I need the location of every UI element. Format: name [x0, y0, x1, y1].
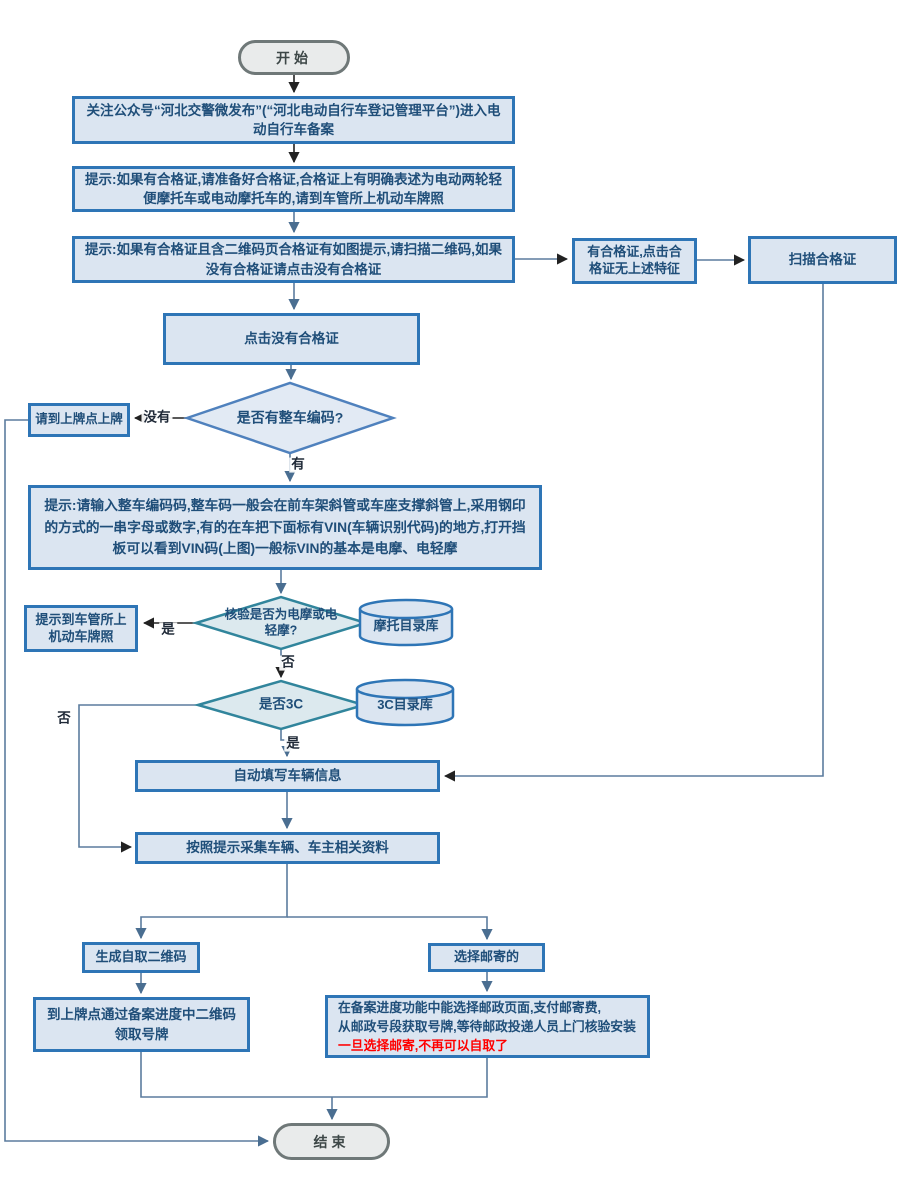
step-tip-vin: 提示:请输入整车编码码,整车码一般会在前车架斜管或车座支撑斜管上,采用钢印的方式… — [28, 485, 542, 570]
end-label: 结束 — [313, 1133, 350, 1150]
edge-d3c-no — [78, 704, 198, 853]
edge-goplate-to-end — [4, 419, 270, 1147]
step-go-plate-point: 请到上牌点上牌 — [28, 403, 130, 437]
db-moto-cylinder — [358, 598, 454, 647]
db-3c-label: 3C目录库 — [377, 696, 433, 712]
step-click-no-certificate: 点击没有合格证 — [163, 313, 420, 365]
edge-label-has-code: 有 — [289, 456, 307, 473]
edge-pickup-merge — [140, 1052, 332, 1098]
db-3c-cylinder — [355, 678, 455, 727]
mail-info-warning: 一旦选择邮寄,不再可以自取了 — [338, 1038, 508, 1054]
decision-vin-label: 是否有整车编码? — [236, 409, 344, 426]
start-terminal: 开始 — [238, 40, 350, 75]
step-tip-certificate: 提示:如果有合格证,请准备好合格证,合格证上有明确表述为电动两轮轻便摩托车或电动… — [72, 166, 515, 212]
step-has-certificate: 有合格证,点击合格证无上述特征 — [572, 238, 697, 284]
edge-label-is-moto: 是 — [159, 621, 177, 638]
step-collect-info: 按照提示采集车辆、车主相关资料 — [135, 832, 440, 864]
decision-vin-diamond — [183, 381, 397, 455]
step-follow-account: 关注公众号“河北交警微发布”(“河北电动自行车登记管理平台”)进入电动自行车备案 — [72, 96, 515, 144]
edge-label-is-3c: 是 — [284, 735, 302, 752]
step-choose-mail: 选择邮寄的 — [428, 943, 545, 972]
edge-collect-split-left — [135, 864, 288, 940]
end-terminal: 结束 — [273, 1123, 390, 1160]
edge-mailinfo-merge — [332, 1058, 488, 1098]
step-mail-info: 在备案进度功能中能选择邮政页面,支付邮寄费, 从邮政号段获取号牌,等待邮政投递人… — [325, 995, 650, 1058]
decision-moto-label: 核验是否为电摩或电轻摩? — [224, 607, 338, 637]
step-scan-certificate: 扫描合格证 — [748, 236, 897, 284]
edge-label-not-moto: 否 — [279, 654, 297, 671]
edge-scan-to-autofill — [443, 284, 824, 782]
step-tip-qrcode: 提示:如果有合格证且含二维码页合格证有如图提示,请扫描二维码,如果没有合格证请点… — [72, 236, 515, 283]
db-moto-label: 摩托目录库 — [373, 617, 439, 633]
edge-label-not-3c: 否 — [55, 710, 73, 727]
edge-label-no-code: 没有 — [141, 409, 173, 426]
step-generate-qr: 生成自取二维码 — [82, 942, 200, 973]
start-label: 开始 — [276, 49, 312, 66]
mail-info-line2: 从邮政号段获取号牌,等待邮政投递人员上门核验安装 — [338, 1018, 636, 1034]
edge-collect-split-right — [287, 916, 493, 941]
mail-info-line1: 在备案进度功能中能选择邮政页面,支付邮寄费, — [338, 999, 602, 1015]
step-autofill: 自动填写车辆信息 — [135, 760, 440, 792]
step-go-dmv: 提示到车管所上机动车牌照 — [24, 605, 138, 652]
step-pickup-plate: 到上牌点通过备案进度中二维码领取号牌 — [33, 997, 250, 1052]
decision-3c-label: 是否3C — [258, 696, 304, 712]
